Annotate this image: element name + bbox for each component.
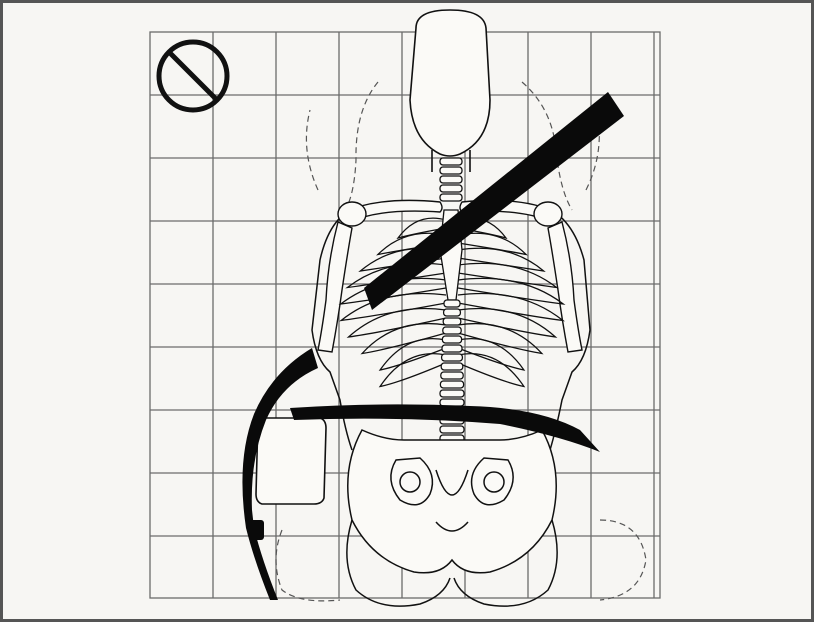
- vertebra: [442, 354, 463, 361]
- rib-right: [458, 248, 544, 271]
- rib-right: [458, 309, 555, 337]
- vertebra: [440, 390, 464, 397]
- vertebra: [444, 300, 460, 307]
- cervical-vertebra: [440, 167, 462, 174]
- vertebra: [440, 399, 464, 406]
- rib-right: [458, 233, 526, 254]
- vertebra: [442, 345, 462, 352]
- vertebra: [441, 372, 463, 379]
- rib-right: [458, 278, 563, 304]
- cervical-vertebra: [440, 158, 462, 165]
- head-and-neck: [410, 10, 490, 172]
- pelvis: [348, 430, 556, 573]
- cervical-vertebrae: [440, 158, 462, 201]
- spine: [440, 300, 464, 460]
- rib-right: [458, 293, 563, 320]
- belt-anchor: [250, 520, 264, 540]
- seatbelt-buckle: [256, 418, 326, 504]
- vertebra: [442, 336, 461, 343]
- vertebra: [443, 327, 461, 334]
- vertebra: [441, 363, 463, 370]
- rib-left: [341, 293, 446, 320]
- vertebra: [440, 426, 464, 433]
- vertebra: [443, 318, 461, 325]
- cervical-vertebra: [440, 185, 462, 192]
- cervical-vertebra: [440, 194, 462, 201]
- rib-left: [349, 309, 446, 337]
- cervical-vertebra: [440, 176, 462, 183]
- vertebra: [440, 381, 463, 388]
- vertebra: [444, 309, 461, 316]
- no-entry-circle-slash-icon: [159, 42, 227, 110]
